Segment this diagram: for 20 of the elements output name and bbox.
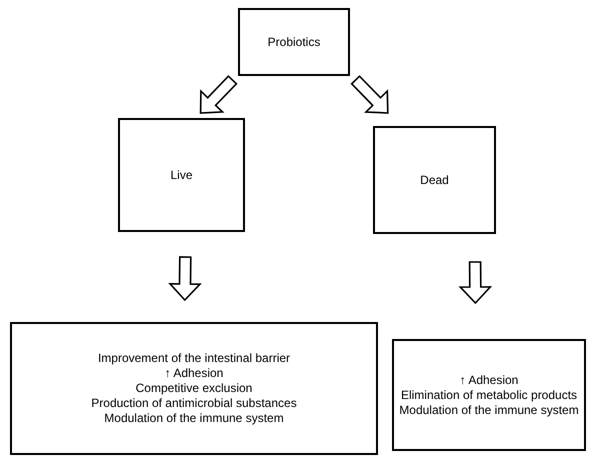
text-box bbox=[373, 126, 496, 234]
box-text: Modulation of the immune system bbox=[399, 402, 579, 418]
box-text: Modulation of the immune system bbox=[104, 411, 284, 426]
box-text: Dead bbox=[420, 172, 449, 188]
box-text: Live bbox=[170, 168, 192, 182]
box-text: Elimination of metabolic products bbox=[400, 388, 578, 402]
box-text: ↑ Adhesion bbox=[164, 366, 224, 381]
text-box bbox=[10, 322, 378, 455]
block-arrow bbox=[458, 261, 492, 304]
text-box bbox=[238, 8, 350, 76]
box-text: ↑ Adhesion bbox=[460, 372, 518, 388]
text-box bbox=[118, 118, 245, 232]
block-arrow bbox=[200, 75, 238, 114]
block-arrow bbox=[350, 75, 389, 114]
text-box bbox=[392, 339, 586, 451]
box-text: Probiotics bbox=[268, 34, 320, 50]
box-text: Improvement of the intestinal barrier bbox=[98, 351, 290, 366]
block-arrow bbox=[168, 256, 202, 302]
box-text: Production of antimicrobial substances bbox=[91, 396, 297, 411]
box-text: Competitive exclusion bbox=[136, 381, 252, 396]
